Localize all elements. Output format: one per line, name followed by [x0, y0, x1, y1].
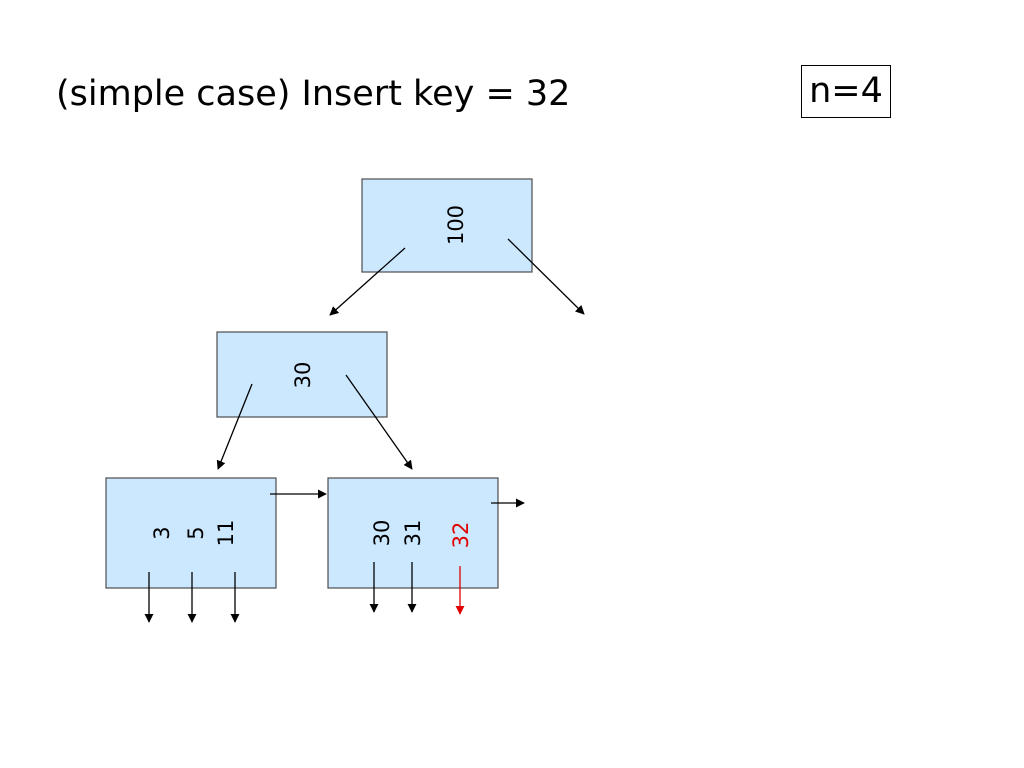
leaf-2-inserted-key: 32	[449, 522, 473, 549]
internal-node: 30	[216, 331, 413, 470]
internal-node-box	[216, 331, 388, 418]
root-right-pointer	[507, 238, 585, 315]
leaf-node-2: 30 31 32	[327, 477, 525, 615]
root-node: 100	[329, 178, 585, 316]
root-node-box	[361, 178, 533, 273]
order-badge: n=4	[801, 65, 891, 118]
internal-key: 30	[291, 362, 315, 389]
leaf-1-key-3: 11	[214, 520, 238, 547]
leaf-1-key-1: 3	[150, 526, 174, 539]
leaf-node-1: 3 5 11	[105, 477, 327, 623]
leaf-node-2-box	[327, 477, 499, 589]
root-key: 100	[444, 205, 468, 245]
leaf-node-1-box	[105, 477, 277, 589]
leaf-2-key-2: 31	[401, 520, 425, 547]
leaf-2-key-1: 30	[370, 520, 394, 547]
slide-title: (simple case) Insert key = 32	[56, 74, 571, 114]
leaf-1-key-2: 5	[184, 526, 208, 539]
root-left-pointer	[329, 247, 406, 316]
internal-right-pointer	[345, 374, 413, 470]
internal-left-pointer	[216, 383, 253, 470]
